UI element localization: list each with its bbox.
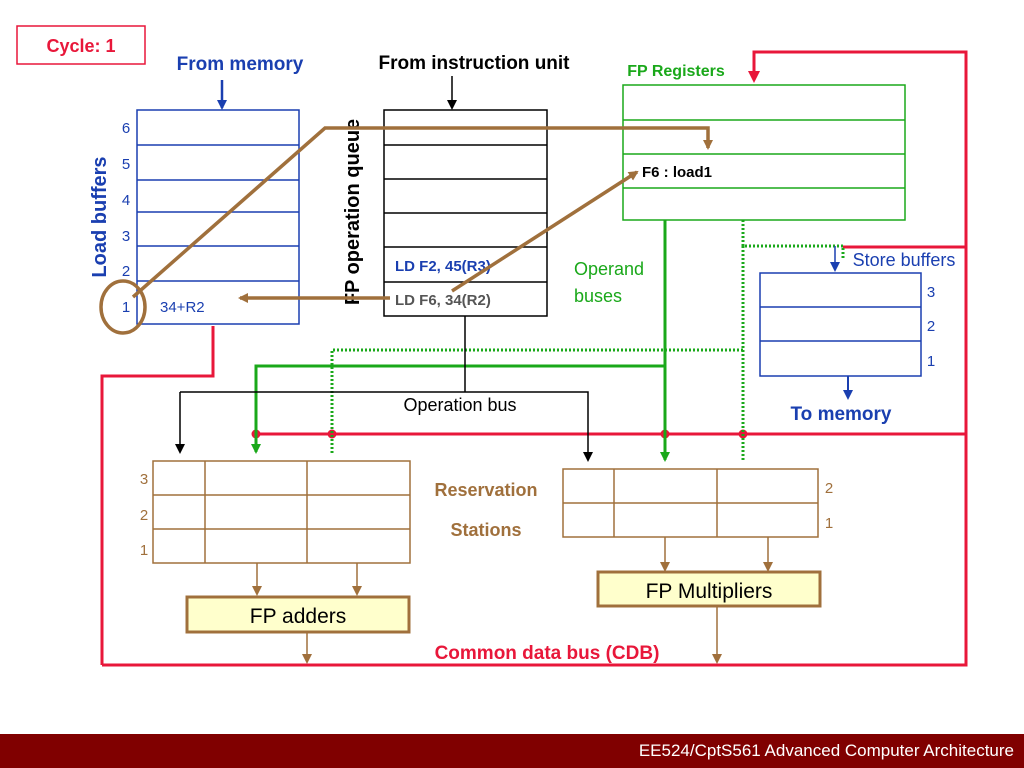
load-slot-3: 3: [122, 228, 130, 245]
store-slot-2: 2: [927, 318, 935, 335]
store-buffers: 3 2 1: [759, 272, 935, 377]
adder-rs-slot-1: 1: [140, 542, 148, 559]
load-buffers: 6 5 4 3 2 1 34+R2 Load buffers: [89, 109, 300, 325]
queue-instr-1: LD F2, 45(R3): [395, 258, 491, 275]
fp-multipliers-unit: FP Multipliers: [596, 570, 822, 608]
from-memory-label: From memory: [177, 54, 304, 75]
load-slot-1: 1: [122, 299, 130, 316]
fp-operation-queue: LD F2, 45(R3) LD F6, 34(R2) FP operation…: [342, 109, 548, 317]
mult-rs-slot-1: 1: [825, 515, 833, 532]
queue-instr-2: LD F6, 34(R2): [395, 292, 491, 309]
cycle-flow-lines: [99, 126, 713, 335]
fp-adders-label: FP adders: [250, 605, 347, 628]
load-slot-6: 6: [122, 120, 130, 137]
reservation-label-2: Stations: [450, 520, 521, 540]
mult-rs-slot-2: 2: [825, 480, 833, 497]
operand-bus-dashed: [330, 220, 845, 462]
operation-bus-label: Operation bus: [403, 395, 516, 415]
fp-adders-unit: FP adders: [185, 595, 411, 634]
load-slot-5: 5: [122, 156, 130, 173]
load-buffers-title: Load buffers: [89, 156, 111, 277]
adder-rs-slot-2: 2: [140, 507, 148, 524]
cdb-label: Common data bus (CDB): [435, 643, 660, 664]
fp-registers-title: FP Registers: [627, 63, 725, 80]
fu-connectors: [252, 537, 773, 664]
store-slot-1: 1: [927, 353, 935, 370]
fp-register-entry: F6 : load1: [642, 164, 712, 181]
fp-multipliers-label: FP Multipliers: [646, 580, 773, 603]
load-slot-2: 2: [122, 263, 130, 280]
from-instruction-unit-label: From instruction unit: [378, 53, 570, 74]
fp-registers: F6 : load1: [622, 84, 906, 221]
cycle-box: [16, 25, 146, 65]
fp-op-queue-title: FP operation queue: [342, 119, 364, 305]
footer-text: EE524/CptS561 Advanced Computer Architec…: [638, 741, 1014, 760]
cycle-label: Cycle: 1: [46, 36, 115, 56]
load-slot-4: 4: [122, 192, 130, 209]
mult-reservation-stations: 2 1: [562, 468, 833, 538]
reservation-label-1: Reservation: [434, 480, 537, 500]
store-slot-3: 3: [927, 284, 935, 301]
operand-buses-label-2: buses: [574, 286, 622, 306]
operation-bus: [175, 76, 593, 462]
load-entry-1: 34+R2: [160, 299, 205, 316]
operand-buses-label-1: Operand: [574, 259, 644, 279]
store-buffers-title: Store buffers: [853, 250, 956, 270]
operand-bus-solid: [251, 220, 670, 462]
adder-rs-slot-3: 3: [140, 471, 148, 488]
footer-bar: EE524/CptS561 Advanced Computer Architec…: [0, 734, 1024, 768]
common-data-bus: [100, 50, 968, 667]
to-memory-label: To memory: [790, 404, 891, 425]
adder-reservation-stations: 3 2 1: [140, 460, 411, 564]
